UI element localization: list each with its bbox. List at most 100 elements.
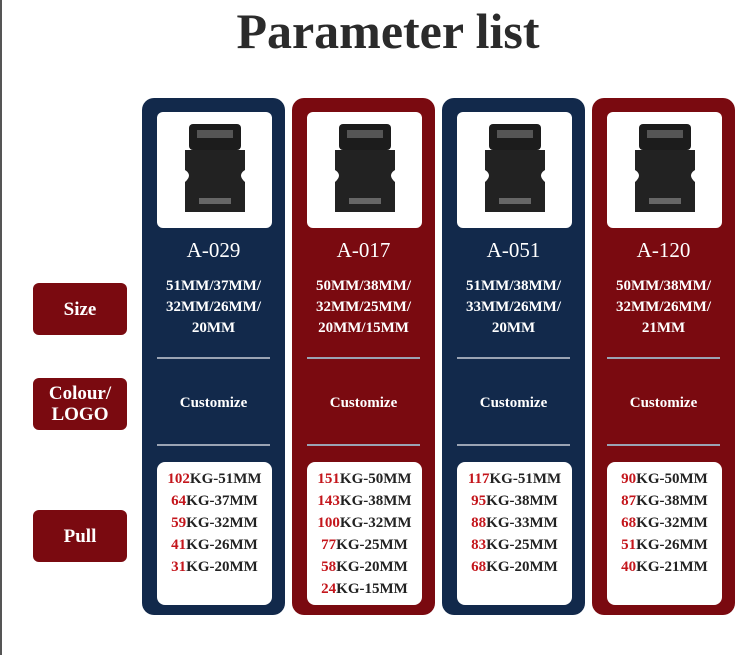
pull-row: 24KG-15MM xyxy=(307,578,422,600)
pull-value: 40 xyxy=(621,559,637,575)
size-label: Size xyxy=(33,283,127,335)
size-values: 51MM/37MM/32MM/26MM/20MM xyxy=(142,276,285,339)
divider xyxy=(457,357,570,359)
pull-row: 117KG-51MM xyxy=(457,468,572,490)
size-line: 32MM/25MM/ xyxy=(316,299,411,315)
pull-size: KG-25MM xyxy=(336,537,408,553)
pull-value: 143 xyxy=(317,493,340,509)
product-column: A-029 51MM/37MM/32MM/26MM/20MM Customize… xyxy=(142,98,285,615)
pull-size: KG-32MM xyxy=(636,515,708,531)
size-values: 50MM/38MM/32MM/25MM/20MM/15MM xyxy=(292,276,435,339)
buckle-icon xyxy=(184,124,245,212)
buckle-icon xyxy=(484,124,545,212)
pull-row: 88KG-33MM xyxy=(457,512,572,534)
pull-row: 143KG-38MM xyxy=(307,490,422,512)
pull-row: 102KG-51MM xyxy=(157,468,272,490)
pull-size: KG-38MM xyxy=(636,493,708,509)
pull-value: 117 xyxy=(467,471,490,487)
colour-logo-label: Colour/ LOGO xyxy=(33,378,127,430)
pull-size: KG-26MM xyxy=(636,537,708,553)
pull-value: 64 xyxy=(171,493,187,509)
divider xyxy=(457,444,570,446)
buckle-image xyxy=(457,112,572,228)
product-code: A-017 xyxy=(336,238,391,262)
pull-size: KG-26MM xyxy=(186,537,258,553)
pull-value: 58 xyxy=(321,559,337,575)
size-line: 50MM/38MM/ xyxy=(616,278,711,294)
pull-value: 51 xyxy=(621,537,637,553)
pull-size: KG-37MM xyxy=(186,493,258,509)
divider xyxy=(607,444,720,446)
pull-row: 68KG-20MM xyxy=(457,556,572,578)
pull-row: 59KG-32MM xyxy=(157,512,272,534)
pull-row: 41KG-26MM xyxy=(157,534,272,556)
pull-label: Pull xyxy=(33,510,127,562)
pull-row: 58KG-20MM xyxy=(307,556,422,578)
pull-size: KG-38MM xyxy=(339,493,412,509)
pull-row: 83KG-25MM xyxy=(457,534,572,556)
size-values: 51MM/38MM/33MM/26MM/20MM xyxy=(442,276,585,339)
pull-value: 100 xyxy=(317,515,340,531)
pull-size: KG-20MM xyxy=(186,559,258,575)
size-line: 32MM/26MM/ xyxy=(166,299,261,315)
pull-row: 90KG-50MM xyxy=(607,468,722,490)
pull-size: KG-21MM xyxy=(636,559,708,575)
divider xyxy=(307,357,420,359)
pull-size: KG-51MM xyxy=(189,471,262,487)
pull-value: 90 xyxy=(621,471,637,487)
pull-size: KG-38MM xyxy=(486,493,558,509)
pull-row: 64KG-37MM xyxy=(157,490,272,512)
pull-size: KG-32MM xyxy=(186,515,258,531)
pull-value: 88 xyxy=(471,515,487,531)
pull-row: 87KG-38MM xyxy=(607,490,722,512)
pull-size: KG-15MM xyxy=(336,581,408,597)
page-title: Parameter list xyxy=(236,3,540,59)
left-border xyxy=(0,0,2,655)
pull-value: 41 xyxy=(171,537,187,553)
pull-value: 77 xyxy=(321,537,337,553)
colour-value: Customize xyxy=(479,395,548,411)
pull-row: 51KG-26MM xyxy=(607,534,722,556)
pull-value: 102 xyxy=(167,471,190,487)
buckle-icon xyxy=(634,124,695,212)
size-line: 50MM/38MM/ xyxy=(316,278,411,294)
pull-row: 68KG-32MM xyxy=(607,512,722,534)
pull-size: KG-32MM xyxy=(339,515,412,531)
divider xyxy=(307,444,420,446)
pull-row: 100KG-32MM xyxy=(307,512,422,534)
pull-row: 77KG-25MM xyxy=(307,534,422,556)
product-column: A-051 51MM/38MM/33MM/26MM/20MM Customize… xyxy=(442,98,585,615)
pull-value: 87 xyxy=(621,493,637,509)
product-code: A-051 xyxy=(486,238,541,262)
pull-value: 59 xyxy=(171,515,187,531)
product-code: A-120 xyxy=(636,238,691,262)
pull-size: KG-33MM xyxy=(486,515,558,531)
pull-value: 68 xyxy=(471,559,487,575)
product-column: A-017 50MM/38MM/32MM/25MM/20MM/15MM Cust… xyxy=(292,98,435,615)
divider xyxy=(157,357,270,359)
colour-value: Customize xyxy=(329,395,398,411)
pull-value: 151 xyxy=(317,471,340,487)
buckle-image xyxy=(607,112,722,228)
pull-value: 95 xyxy=(471,493,487,509)
buckle-image xyxy=(307,112,422,228)
pull-row: 31KG-20MM xyxy=(157,556,272,578)
pull-row: 40KG-21MM xyxy=(607,556,722,578)
pull-row: 151KG-50MM xyxy=(307,468,422,490)
product-column: A-120 50MM/38MM/32MM/26MM/21MM Customize… xyxy=(592,98,735,615)
size-line: 33MM/26MM/ xyxy=(466,299,561,315)
size-line: 21MM xyxy=(641,320,686,336)
size-line: 51MM/38MM/ xyxy=(466,278,561,294)
size-line: 32MM/26MM/ xyxy=(616,299,711,315)
pull-value: 24 xyxy=(321,581,337,597)
pull-size: KG-20MM xyxy=(336,559,408,575)
pull-size: KG-50MM xyxy=(636,471,708,487)
colour-value: Customize xyxy=(179,395,248,411)
pull-row: 95KG-38MM xyxy=(457,490,572,512)
size-line: 20MM/15MM xyxy=(318,320,409,336)
pull-value: 68 xyxy=(621,515,637,531)
